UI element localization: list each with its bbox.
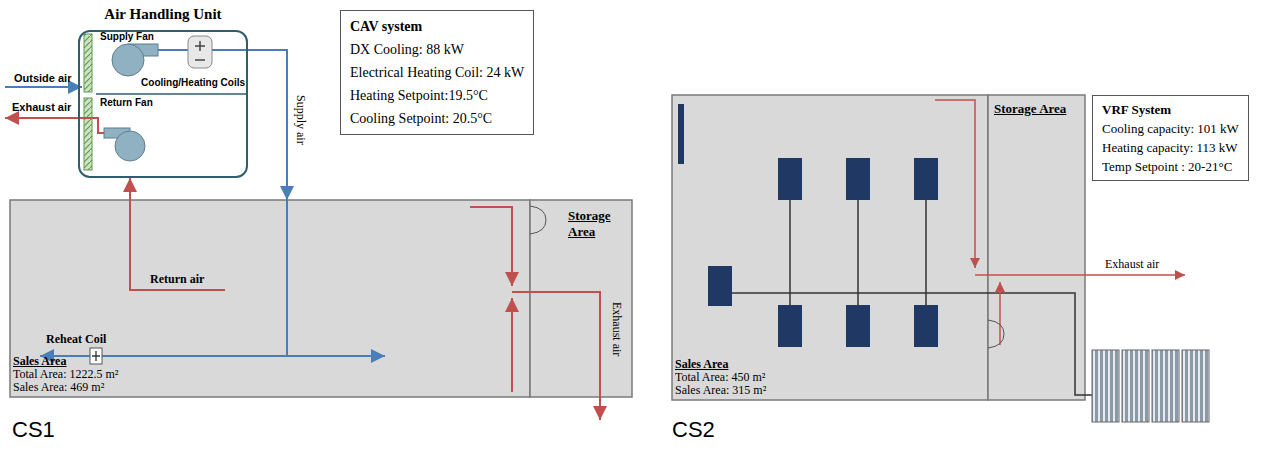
ahu-parts bbox=[5, 34, 248, 170]
flow-label: Exhaust air bbox=[1105, 257, 1159, 272]
flow-label: Outside air bbox=[14, 72, 71, 84]
node-text: Heating Setpoint:19.5°C bbox=[350, 84, 524, 107]
duct-connector bbox=[129, 178, 131, 200]
part-label: Cooling/Heating Coils bbox=[141, 77, 245, 88]
flow-label: Exhaust air bbox=[12, 101, 71, 113]
node-heading: CAV system bbox=[350, 15, 524, 38]
node-text: Temp Setpoint : 20-21°C bbox=[1102, 157, 1239, 176]
node-heading: Sales Area bbox=[675, 358, 766, 371]
node-text: Cooling Setpoint: 20.5°C bbox=[350, 107, 524, 130]
case-label: CS2 bbox=[672, 417, 715, 443]
duct-connector bbox=[248, 50, 287, 200]
sales-area: Sales AreaTotal Area: 1222.5 m²Sales Are… bbox=[10, 200, 530, 397]
node-heading: VRF System bbox=[1102, 100, 1239, 119]
case-label: CS1 bbox=[12, 417, 55, 443]
node-text: Cooling capacity: 101 kW bbox=[1102, 119, 1239, 138]
flow-label: Exhaust air bbox=[609, 302, 624, 356]
spec-box: VRF SystemCooling capacity: 101 kWHeatin… bbox=[1092, 95, 1249, 181]
part-label: Reheat Coil bbox=[46, 332, 106, 347]
node-text: Sales Area: 315 m² bbox=[675, 384, 766, 397]
node-text: Electrical Heating Coil: 24 kW bbox=[350, 61, 524, 84]
storage-area: Storage Area bbox=[988, 95, 1085, 400]
node-text: Heating capacity: 113 kW bbox=[1102, 138, 1239, 157]
cs1-ducts bbox=[40, 200, 600, 420]
flow-label: Return air bbox=[150, 272, 204, 287]
text-group: Sales AreaTotal Area: 1222.5 m²Sales Are… bbox=[13, 355, 118, 394]
node-text: Total Area: 450 m² bbox=[675, 371, 766, 384]
node-heading: Sales Area bbox=[13, 355, 118, 368]
node-text: Total Area: 1222.5 m² bbox=[13, 368, 118, 381]
part-label: Return Fan bbox=[100, 97, 153, 108]
node-heading: Storage Area bbox=[994, 101, 1066, 117]
spec-box: CAV systemDX Cooling: 88 kWElectrical He… bbox=[340, 10, 534, 135]
node-text: Sales Area: 469 m² bbox=[13, 381, 118, 394]
flow-label: Supply air bbox=[293, 95, 308, 145]
node-heading: Storage Area bbox=[568, 208, 630, 240]
storage-area: Storage Area bbox=[530, 200, 632, 397]
text-group: Sales AreaTotal Area: 450 m²Sales Area: … bbox=[675, 358, 766, 397]
part-label: Supply Fan bbox=[100, 31, 154, 42]
node-text: DX Cooling: 88 kW bbox=[350, 38, 524, 61]
area-grounds bbox=[10, 95, 1085, 400]
node-heading: Air Handling Unit bbox=[80, 6, 246, 23]
sales-area: Sales AreaTotal Area: 450 m²Sales Area: … bbox=[672, 95, 988, 400]
